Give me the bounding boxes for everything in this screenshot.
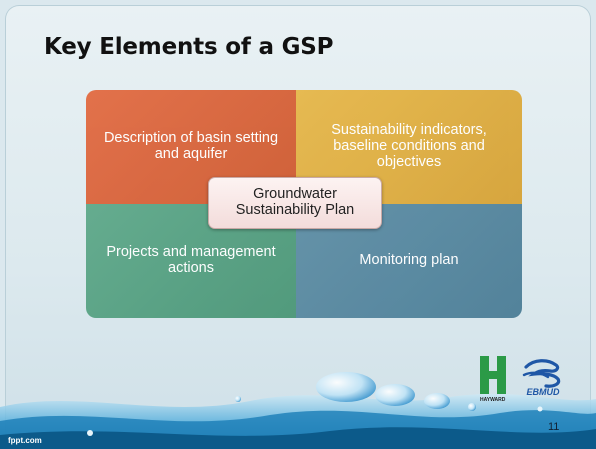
ebmud-logo-caption: EBMUD bbox=[527, 387, 560, 397]
center-box-gsp: Groundwater Sustainability Plan bbox=[208, 177, 382, 229]
slide-title: Key Elements of a GSP bbox=[44, 34, 334, 60]
page-number: 11 bbox=[548, 421, 560, 433]
ebmud-logo: EBMUD bbox=[520, 357, 566, 397]
water-wave-decoration bbox=[0, 372, 596, 449]
hayward-logo-caption: HAYWARD bbox=[480, 397, 506, 403]
template-credit: fppt.com bbox=[8, 436, 42, 445]
hayward-logo: HAYWARD bbox=[480, 356, 506, 403]
